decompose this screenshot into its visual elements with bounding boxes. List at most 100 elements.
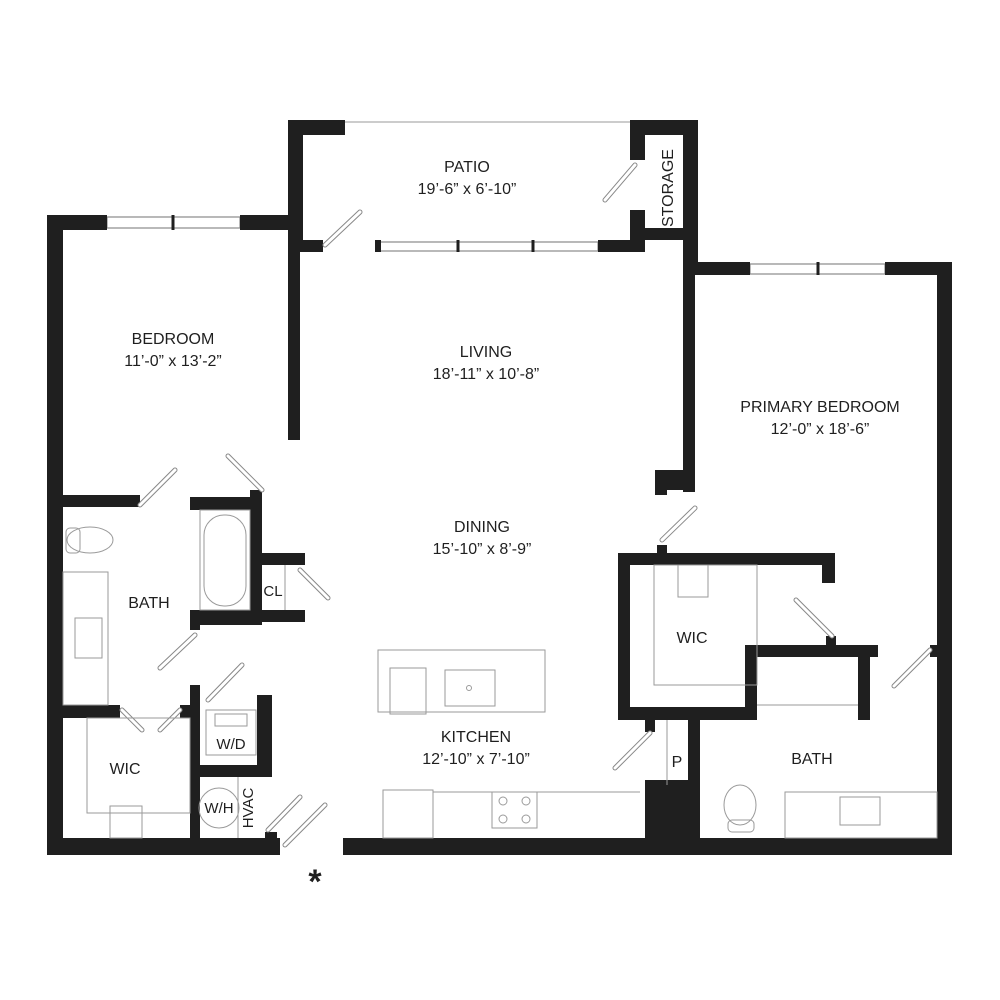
door-leaf-inner (120, 708, 144, 732)
sink (839, 796, 881, 826)
bedroom-label: BEDROOM (132, 331, 215, 348)
burner (498, 814, 508, 824)
wall-segment (885, 262, 952, 275)
door-leaf-inner (660, 506, 697, 542)
dining-dims: 15’-10” x 8’-9” (433, 541, 532, 558)
wall-segment (265, 832, 277, 842)
wall-segment (618, 553, 630, 720)
wall-segment (826, 636, 836, 648)
patio-dims: 19’-6” x 6’-10” (418, 181, 517, 198)
primary-bedroom-dims: 12’-0” x 18’-6” (771, 421, 870, 438)
wall-segment (630, 210, 645, 245)
wall-segment (657, 545, 667, 555)
wall-segment (598, 240, 645, 252)
primary-bedroom-label: PRIMARY BEDROOM (740, 399, 899, 416)
sink (74, 617, 103, 659)
living-label: LIVING (460, 344, 512, 361)
door-leaf-inner (603, 163, 637, 202)
cooktop (491, 791, 538, 829)
wall-segment (822, 553, 835, 583)
wall-segment (683, 120, 698, 275)
doors (119, 162, 933, 848)
kitchen-sink (444, 669, 496, 707)
toilet-tank (65, 527, 81, 554)
wall-segment (630, 120, 645, 160)
entry-marker: * (308, 863, 322, 901)
fixtures (62, 509, 938, 839)
door-leaf-inner (283, 803, 327, 847)
wall-segment (250, 490, 262, 622)
wall-segment (630, 120, 698, 135)
door-leaf-inner (158, 708, 182, 732)
burner (521, 814, 531, 824)
pantry-label: P (672, 754, 683, 771)
kitchen-label: KITCHEN (441, 729, 511, 746)
wall-segment (257, 695, 272, 777)
closet-cabinet (109, 805, 143, 839)
wall-segment (618, 553, 835, 565)
door-leaf-inner (158, 633, 197, 670)
vanity-counter (784, 791, 938, 839)
burner (498, 796, 508, 806)
wall-segment (288, 120, 303, 245)
wall-segment (63, 705, 120, 718)
door-leaf-inner (206, 663, 244, 702)
door-leaf-inner (226, 454, 264, 492)
wall-segment (645, 228, 698, 240)
bedroom-dims: 11’-0” x 13’-2” (124, 353, 222, 370)
wall-segment (655, 470, 667, 495)
walls (47, 120, 952, 855)
toilet-bowl (723, 784, 757, 826)
washer-dryer (205, 709, 257, 756)
closet-shelving (86, 717, 191, 814)
wall-segment (645, 720, 655, 732)
wall-segment (288, 120, 345, 135)
wall-segment (618, 707, 755, 720)
water-heater-label: W/H (204, 800, 233, 817)
wall-segment (262, 553, 305, 565)
vanity-counter (62, 571, 109, 706)
door-leaf-inner (298, 568, 330, 600)
door-leaf-inner (892, 648, 932, 688)
windows (106, 121, 886, 275)
toilet-tank (727, 819, 755, 833)
door-leaf-inner (613, 731, 652, 770)
wall-segment (930, 645, 938, 657)
wall-segment (745, 645, 757, 720)
wall-segment (683, 252, 695, 492)
bath-label: BATH (128, 595, 169, 612)
wall-segment (858, 645, 870, 720)
wall-segment (937, 262, 952, 855)
closet-shelving (653, 564, 758, 686)
wall-segment (240, 215, 300, 230)
dishwasher (389, 667, 427, 715)
primary-wic-label: WIC (676, 630, 707, 647)
wall-segment (47, 838, 280, 855)
wall-segment (745, 645, 878, 657)
wall-segment (262, 610, 305, 622)
wall-segment (180, 705, 200, 718)
wall-segment (288, 245, 300, 440)
kitchen-island (377, 649, 546, 713)
door-leaf-inner (794, 598, 834, 638)
washer-dryer-label: W/D (216, 736, 245, 753)
bathtub-basin (203, 514, 247, 607)
patio-label: PATIO (444, 159, 490, 176)
wall-segment (63, 495, 140, 507)
dining-label: DINING (454, 519, 510, 536)
living-dims: 18’-11” x 10’-8” (433, 366, 539, 383)
wall-segment (190, 497, 258, 510)
burner (521, 796, 531, 806)
hvac-label: HVAC (240, 788, 257, 829)
wall-segment (695, 262, 750, 275)
wall-segment (47, 215, 63, 855)
primary-bath-label: BATH (791, 751, 832, 768)
water-heater (198, 787, 240, 829)
door-leaf-inner (266, 795, 302, 832)
wall-segment (47, 215, 107, 230)
door-leaf-inner (323, 210, 362, 247)
window-pane (377, 241, 599, 252)
wic-label: WIC (109, 761, 140, 778)
kitchen-dims: 12’-10” x 7’-10” (422, 751, 530, 768)
